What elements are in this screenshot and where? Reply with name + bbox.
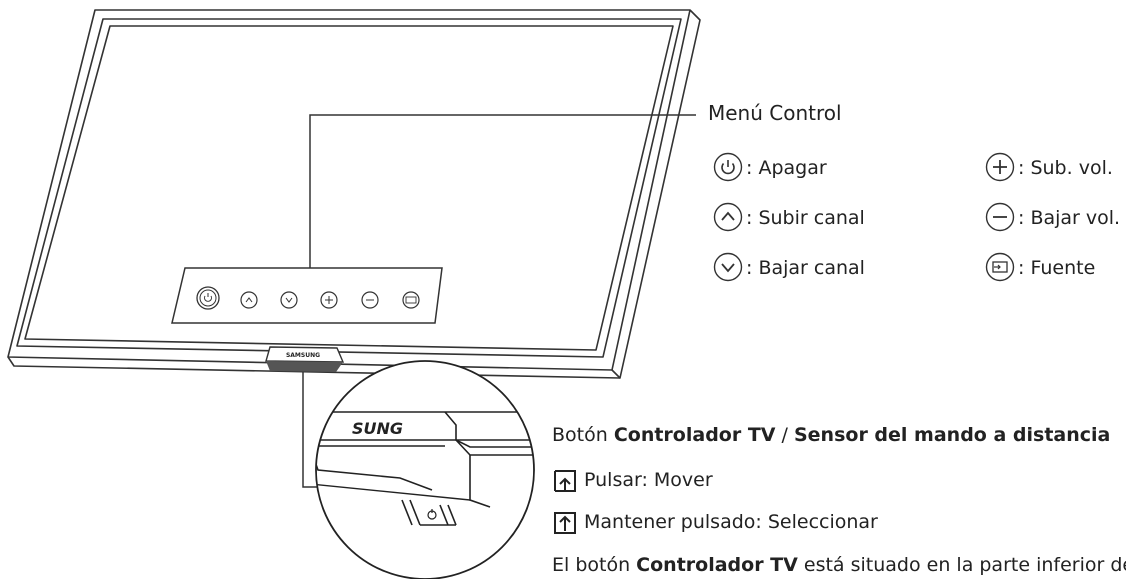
menu-control-title: Menú Control — [708, 101, 842, 125]
tv-screen — [16, 18, 682, 358]
controller-title-mid: / — [775, 424, 794, 446]
menu-leader-line — [309, 114, 696, 268]
channel-up-label: Subir canal — [758, 207, 865, 229]
channel-down-label: Bajar canal — [758, 257, 865, 279]
press-label: Pulsar: Mover — [584, 469, 713, 491]
note-pre: El botón — [552, 554, 637, 576]
tv-controller-tab: SAMSUNG — [265, 346, 345, 372]
controller-note: El botón Controlador TV está situado en … — [552, 554, 1126, 576]
volume-down-sep: : — [1018, 207, 1025, 229]
controller-title-bold1: Controlador TV — [613, 424, 776, 446]
source-label: Fuente — [1030, 257, 1096, 279]
power-sep: : — [746, 157, 753, 179]
minus-icon — [985, 202, 1015, 232]
samsung-logo-zoom: SUNG — [352, 419, 403, 438]
chevron-down-icon — [713, 252, 743, 282]
volume-down-label: Bajar vol. — [1030, 207, 1121, 229]
press-arrow-icon — [554, 470, 576, 492]
hold-label: Mantener pulsado: Seleccionar — [584, 511, 878, 533]
hold-arrow-icon — [554, 512, 576, 534]
menu-control-panel — [171, 267, 443, 324]
volume-up-label: Sub. vol. — [1030, 157, 1113, 179]
power-label: Apagar — [758, 157, 827, 179]
channel-down-sep: : — [746, 257, 753, 279]
samsung-logo-small: SAMSUNG — [286, 352, 320, 359]
controller-title-pre: Botón — [552, 424, 614, 446]
power-icon — [713, 152, 743, 182]
volume-up-sep: : — [1018, 157, 1025, 179]
source-sep: : — [1018, 257, 1025, 279]
note-bold: Controlador TV — [636, 554, 798, 576]
plus-icon — [985, 152, 1015, 182]
controller-title-bold2: Sensor del mando a distancia — [793, 424, 1111, 446]
chevron-up-icon — [713, 202, 743, 232]
source-icon — [985, 252, 1015, 282]
tv-side-edge — [611, 9, 701, 379]
channel-up-sep: : — [746, 207, 753, 229]
controller-zoom-circle: SUNG — [316, 361, 534, 579]
note-post: está situado en la parte inferior del — [797, 554, 1126, 576]
controller-title: Botón Controlador TV / Sensor del mando … — [552, 424, 1110, 446]
